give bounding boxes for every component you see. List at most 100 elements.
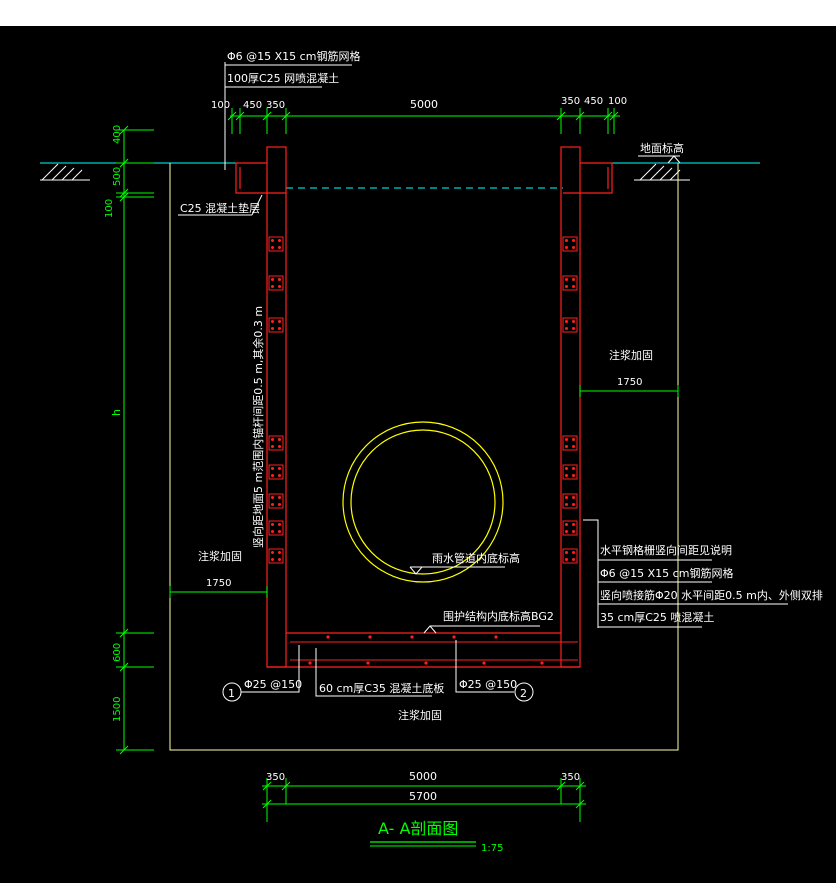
waling-rebar-dot <box>271 246 274 249</box>
waling-rebar-dot <box>278 523 281 526</box>
waling-rebar-dot <box>572 327 575 330</box>
waling-right <box>562 464 578 480</box>
waling-rebar-dot <box>278 551 281 554</box>
ground-level-marker-icon <box>667 155 681 164</box>
crown-beam-right <box>563 162 613 194</box>
rebar-mark-2-icon <box>514 682 534 702</box>
waling-rebar-dot <box>565 496 568 499</box>
waling-rebar-dot <box>278 558 281 561</box>
shotcrete-top-label: 100厚C25 网喷混凝土 <box>227 71 339 85</box>
waling-rebar-dot <box>565 474 568 477</box>
dim-top-100-left: 100 <box>211 100 230 111</box>
waling-right <box>562 520 578 536</box>
waling-rebar-dot <box>572 474 575 477</box>
waling-rebar-dot <box>565 558 568 561</box>
slab-dot-bottom <box>308 661 312 665</box>
waling-rebar-dot <box>572 246 575 249</box>
waling-rebar-dot <box>565 503 568 506</box>
waling-rebar-dot <box>271 523 274 526</box>
waling-rebar-dot <box>565 278 568 281</box>
slab-dot-bottom <box>482 661 486 665</box>
waling-rebar-dot <box>271 467 274 470</box>
dim-bottom-5000: 5000 <box>409 770 437 783</box>
waling-rebar-dot <box>271 320 274 323</box>
waling-box <box>562 236 578 252</box>
waling-box <box>268 317 284 333</box>
waling-rebar-dot <box>565 551 568 554</box>
waling-left <box>268 275 284 291</box>
rebar-1-label: Φ25 @150 <box>244 678 302 691</box>
waling-rebar-dot <box>565 285 568 288</box>
waling-rebar-dot <box>278 438 281 441</box>
waling-rebar-dot <box>565 438 568 441</box>
slab-dot-top <box>368 635 372 639</box>
waling-box <box>268 275 284 291</box>
vertical-anchor-note: 竖向距地面5 m范围内锚杆间距0.5 m,其余0.3 m <box>251 306 265 548</box>
waling-rebar-dot <box>565 445 568 448</box>
waling-box <box>562 317 578 333</box>
waling-right <box>562 548 578 564</box>
waling-rebar-dot <box>271 327 274 330</box>
retaining-wall-left <box>266 146 287 668</box>
waling-rebar-dot <box>271 285 274 288</box>
note-leader <box>583 519 599 628</box>
dim-bottom-350-left: 350 <box>266 772 285 783</box>
ground-level-label: 地面标高 <box>640 141 684 155</box>
waling-rebar-dot <box>572 320 575 323</box>
waling-rebar-dot <box>271 503 274 506</box>
waling-rebar-dot <box>565 239 568 242</box>
ground-hatch-right-icon <box>634 163 690 181</box>
waling-rebar-dot <box>572 239 575 242</box>
waling-rebar-dot <box>565 246 568 249</box>
struct-bottom-marker-icon <box>423 625 437 634</box>
cad-drawing-canvas[interactable]: 地面标高 雨水管道内底标高 围护结构内底标高B <box>0 26 836 883</box>
waling-box <box>562 493 578 509</box>
waling-rebar-dot <box>572 285 575 288</box>
waling-rebar-dot <box>278 503 281 506</box>
grout-bottom-label: 注浆加固 <box>398 708 442 722</box>
rebar-mark-1: 1 <box>228 687 235 700</box>
waling-left <box>268 464 284 480</box>
slab-label: 60 cm厚C35 混凝土底板 <box>319 681 444 695</box>
waling-rebar-dot <box>271 278 274 281</box>
rebar-2-leader <box>455 640 514 693</box>
waling-rebar-dot <box>565 320 568 323</box>
waling-rebar-dot <box>572 496 575 499</box>
waling-box <box>268 435 284 451</box>
waling-rebar-dot <box>572 503 575 506</box>
waling-rebar-dot <box>278 246 281 249</box>
dim-top-5000: 5000 <box>410 98 438 111</box>
rainwater-pipe-outer[interactable] <box>342 421 504 583</box>
rebar-1-leader <box>241 645 300 693</box>
waling-left <box>268 236 284 252</box>
note-line-4: 35 cm厚C25 喷混凝土 <box>600 610 714 624</box>
waling-group-right <box>562 236 578 564</box>
dim-top-350-left: 350 <box>266 100 285 111</box>
waling-box <box>268 520 284 536</box>
waling-rebar-dot <box>278 474 281 477</box>
pipe-bottom-label: 雨水管道内底标高 <box>432 551 520 565</box>
waling-rebar-dot <box>565 327 568 330</box>
waling-rebar-dot <box>572 278 575 281</box>
pipe-bottom-marker-icon <box>409 566 423 575</box>
waling-rebar-dot <box>271 530 274 533</box>
cushion-label: C25 混凝土垫层 <box>180 201 260 215</box>
dim-left-600: 600 <box>112 643 123 662</box>
slab-dot-top <box>452 635 456 639</box>
dim-left-500: 500 <box>112 167 123 186</box>
waling-right <box>562 435 578 451</box>
waling-box <box>268 493 284 509</box>
dim-top-ticks <box>227 108 619 134</box>
waling-rebar-dot <box>572 551 575 554</box>
waling-rebar-dot <box>572 530 575 533</box>
waling-box <box>268 236 284 252</box>
dim-bottom-ticks <box>262 778 585 822</box>
waling-right <box>562 493 578 509</box>
waling-box <box>562 548 578 564</box>
note-line-1: 水平钢格栅竖向间距见说明 <box>600 543 732 557</box>
dim-left-100: 100 <box>104 199 115 218</box>
waling-left <box>268 520 284 536</box>
dim-left-400: 400 <box>112 125 123 144</box>
dim-top-450-right: 450 <box>584 96 603 107</box>
waling-rebar-dot <box>271 474 274 477</box>
